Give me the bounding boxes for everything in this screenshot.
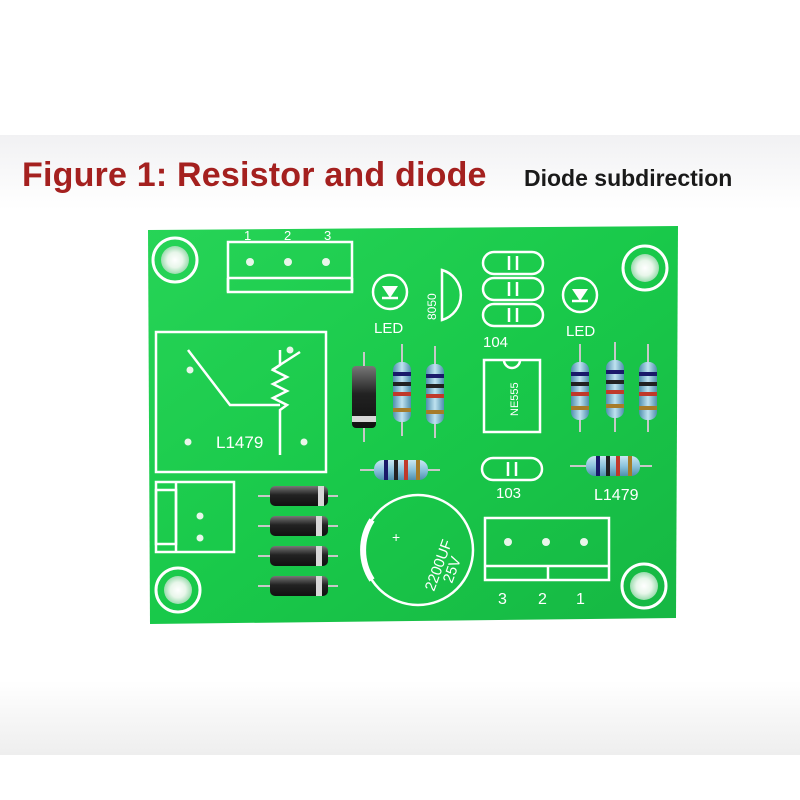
figure-title: Figure 1: Resistor and diode [22, 156, 487, 194]
mounting-hole-top-left [151, 236, 199, 284]
connector-top-pin-3: 3 [324, 228, 331, 243]
resistor-vertical-3 [571, 344, 589, 432]
capacitor-pad-stack [481, 250, 545, 328]
led-right-outline [561, 276, 599, 314]
connector-bottom-pin-1: 1 [576, 591, 585, 608]
connector-top-pin-1: 1 [244, 228, 251, 243]
led-left-label: LED [374, 320, 403, 337]
transistor-label: 8050 [425, 293, 439, 320]
pcb-board-svg: 1 2 3 L1479 LED 8050 [148, 226, 678, 624]
side-label: Diode subdirection [524, 165, 733, 191]
diode-vertical [352, 352, 376, 442]
mounting-hole-bottom-left [154, 566, 202, 614]
ic-label: NE555 [509, 382, 521, 416]
inductor-left-label: L1479 [216, 433, 263, 452]
electrolytic-polarity: + [392, 529, 400, 545]
connector-bottom-outline [483, 516, 611, 582]
inductor-right-label: L1479 [594, 487, 639, 504]
ic-socket-outline [482, 358, 542, 434]
electrolytic-capacitor-outline [360, 493, 475, 607]
mounting-hole-bottom-right [620, 562, 668, 610]
diode-bank [258, 486, 338, 596]
connector-bottom-pin-3: 3 [498, 591, 507, 608]
pad [504, 538, 512, 546]
resistor-vertical-1 [393, 344, 411, 436]
pcb-board-photo: 1 2 3 L1479 LED 8050 [140, 220, 680, 630]
misc-pads [184, 346, 308, 542]
connector-bottom-pin-2: 2 [538, 591, 547, 608]
transistor-outline [440, 268, 463, 322]
resistor-vertical-4 [606, 342, 624, 432]
pad [580, 538, 588, 546]
resistor-horizontal-1 [360, 460, 440, 480]
resistor-vertical-2 [426, 346, 444, 438]
page-background-top [0, 0, 800, 135]
capacitor-top-label: 104 [483, 334, 508, 351]
capacitor-bottom-label: 103 [496, 485, 521, 502]
led-left-outline [371, 273, 409, 311]
pad [322, 258, 330, 266]
pad [542, 538, 550, 546]
connector-top-pin-2: 2 [284, 228, 291, 243]
mounting-hole-top-right [621, 244, 669, 292]
capacitor-103-outline [480, 456, 544, 482]
pad [246, 258, 254, 266]
connector-top-outline [226, 240, 354, 294]
inductor-left-outline [154, 330, 328, 474]
side-connector-outline [154, 480, 236, 554]
pad [284, 258, 292, 266]
resistor-vertical-5 [639, 344, 657, 432]
led-right-label: LED [566, 323, 595, 340]
resistor-horizontal-2 [570, 456, 652, 476]
